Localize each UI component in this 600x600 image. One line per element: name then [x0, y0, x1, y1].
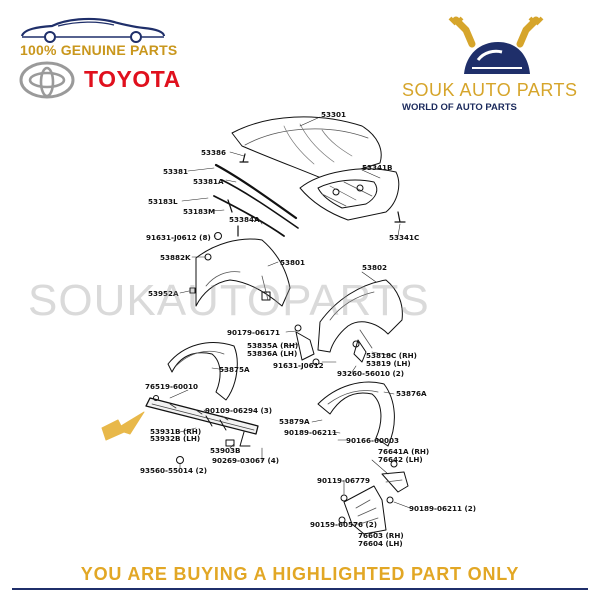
- brand-name: TOYOTA: [84, 66, 181, 92]
- mud-flap-part: [343, 485, 387, 535]
- part-53802: 53802: [362, 263, 387, 272]
- shop-name: SOUK AUTO PARTS: [402, 80, 578, 100]
- footer-divider: [12, 588, 588, 590]
- hood-insulator-part: [299, 168, 400, 221]
- watermark-text: SOUKAUTOPARTS: [28, 276, 430, 325]
- hood-seal-53183l: [213, 195, 285, 237]
- part-53341b: 53341B: [362, 163, 392, 172]
- footer-notice: YOU ARE BUYING A HIGHLIGHTED PART ONLY: [80, 564, 520, 584]
- part-53341c: 53341C: [389, 233, 419, 242]
- part-90179-06171: 90179-06171: [227, 328, 280, 337]
- part-53801: 53801: [280, 258, 305, 267]
- part-90189-06211: 90189-06211: [284, 428, 337, 437]
- part-91631-j0612-8: 91631-J0612 (8): [146, 233, 211, 242]
- part-53882k: 53882K: [160, 253, 191, 262]
- part-90159-60576: 90159-60576 (2): [310, 520, 377, 529]
- part-91631-j0612: 91631-J0612: [273, 361, 324, 370]
- part-76603: 76603 (RH): [358, 531, 404, 540]
- fender-lh-part: [195, 238, 291, 307]
- part-53384a: 53384A: [229, 215, 260, 224]
- hood-part: [231, 116, 382, 181]
- mudguard-part: [381, 471, 409, 493]
- parts-diagram: 53301 53386 53381 53381A 53341B 53183L 5…: [101, 110, 476, 548]
- part-53835a: 53835A (RH): [247, 341, 298, 350]
- part-76519-60010: 76519-60010: [145, 382, 198, 391]
- fender-liner-rh-part: [317, 381, 395, 447]
- part-53952a: 53952A: [148, 289, 179, 298]
- hood-clip-53341c: [394, 211, 406, 223]
- part-53381a: 53381A: [193, 177, 224, 186]
- part-53876a: 53876A: [396, 389, 427, 398]
- part-53386: 53386: [201, 148, 226, 157]
- part-93260-56010: 93260-56010 (2): [337, 369, 404, 378]
- part-90269-03067: 90269-03067 (4): [212, 456, 279, 465]
- fender-liner-lh-part: [167, 342, 238, 401]
- car-silhouette-icon: [20, 17, 166, 43]
- part-76604: 76604 (LH): [358, 539, 403, 548]
- toyota-emblem-icon: [19, 61, 75, 99]
- fender-rh-part: [317, 279, 403, 353]
- part-53836a: 53836A (LH): [247, 349, 297, 358]
- hood-weatherstrip-53381: [214, 163, 298, 220]
- part-90119-06779: 90119-06779: [317, 476, 370, 485]
- part-53183m: 53183M: [183, 207, 215, 216]
- part-53875a: 53875A: [219, 365, 250, 374]
- hood-weatherstrip-53381a: [221, 179, 299, 229]
- part-76642: 76642 (LH): [378, 455, 423, 464]
- highlighted-fender-apron-seal: [145, 397, 259, 435]
- wrench-car-icon: [448, 16, 544, 74]
- part-93560-55014: 93560-55014 (2): [140, 466, 207, 475]
- part-53819: 53819 (LH): [366, 359, 411, 368]
- part-53931b: 53931B (RH): [150, 427, 201, 436]
- highlight-arrow-icon: [101, 411, 145, 441]
- part-90189-06211-2: 90189-06211 (2): [409, 504, 476, 513]
- part-53932b: 53932B (LH): [150, 434, 200, 443]
- part-53381: 53381: [163, 167, 188, 176]
- part-53183l: 53183L: [148, 197, 178, 206]
- part-53903b: 53903B: [210, 446, 240, 455]
- part-53879a: 53879A: [279, 417, 310, 426]
- part-90109-06294: 90109-06294 (3): [205, 406, 272, 415]
- part-76641a: 76641A (RH): [378, 447, 429, 456]
- shop-tagline: WORLD OF AUTO PARTS: [402, 102, 517, 113]
- part-53818c: 53818C (RH): [366, 351, 417, 360]
- part-90166-60003: 90166-60003: [346, 436, 399, 445]
- genuine-parts-text: 100% GENUINE PARTS: [20, 42, 178, 58]
- part-53301: 53301: [321, 110, 346, 119]
